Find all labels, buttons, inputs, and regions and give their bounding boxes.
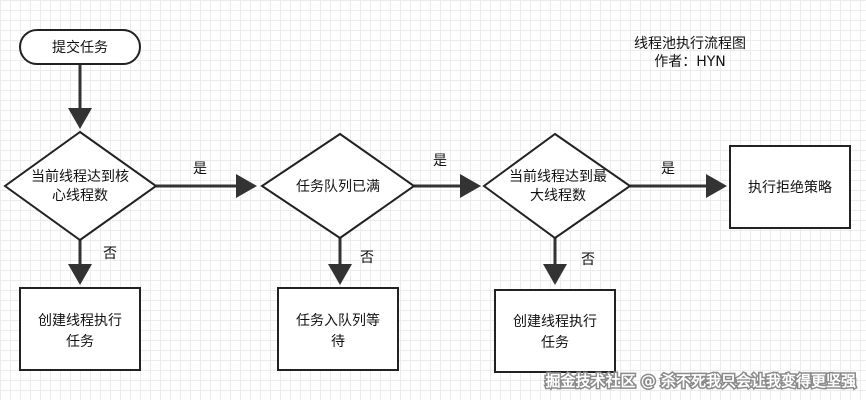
edge-label-yes-1: 是 bbox=[193, 161, 207, 177]
node-reject-policy-label: 执行拒绝策略 bbox=[748, 179, 832, 196]
node-max-thread-check-line2: 大线程数 bbox=[530, 188, 586, 204]
node-enqueue-wait: 任务入队列等 待 bbox=[277, 287, 399, 371]
node-max-thread-check: 当前线程达到最 大线程数 bbox=[482, 132, 632, 240]
node-enqueue-wait-line1: 任务入队列等 bbox=[296, 312, 380, 329]
node-reject-policy: 执行拒绝策略 bbox=[729, 145, 851, 229]
node-core-thread-check-line1: 当前线程达到核 bbox=[31, 168, 129, 185]
diagram-author: 作者：HYN bbox=[654, 54, 726, 70]
node-submit-task-label: 提交任务 bbox=[52, 39, 108, 56]
edges bbox=[68, 64, 727, 285]
edge-label-no-3: 否 bbox=[581, 252, 595, 268]
edge-label-yes-3: 是 bbox=[661, 161, 675, 177]
node-create-max-thread-line2: 任务 bbox=[541, 335, 569, 351]
node-submit-task: 提交任务 bbox=[19, 29, 141, 65]
node-create-max-thread-line1: 创建线程执行 bbox=[513, 314, 597, 330]
node-create-core-thread-line2: 任务 bbox=[66, 334, 94, 350]
edge-label-yes-2: 是 bbox=[433, 153, 447, 169]
node-create-max-thread: 创建线程执行 任务 bbox=[494, 289, 616, 373]
node-enqueue-wait-line2: 待 bbox=[331, 334, 345, 350]
node-queue-full-check: 任务队列已满 bbox=[260, 132, 416, 240]
diagram-title-line1: 线程池执行流程图 bbox=[634, 36, 746, 52]
edge-label-no-2: 否 bbox=[360, 250, 374, 266]
node-max-thread-check-line1: 当前线程达到最 bbox=[509, 168, 607, 185]
edge-label-no-1: 否 bbox=[103, 246, 117, 262]
diagram-title: 线程池执行流程图 作者：HYN bbox=[634, 36, 746, 70]
node-core-thread-check: 当前线程达到核 心线程数 bbox=[3, 130, 158, 242]
node-create-core-thread: 创建线程执行 任务 bbox=[19, 287, 141, 371]
node-create-core-thread-line1: 创建线程执行 bbox=[38, 313, 122, 329]
edge-labels: 是 否 是 否 是 否 bbox=[103, 153, 675, 268]
node-core-thread-check-line2: 心线程数 bbox=[52, 188, 108, 204]
watermark: 掘金技术社区 @ 杀不死我只会让我变得更坚强 bbox=[546, 372, 856, 390]
node-queue-full-check-label: 任务队列已满 bbox=[296, 179, 380, 195]
